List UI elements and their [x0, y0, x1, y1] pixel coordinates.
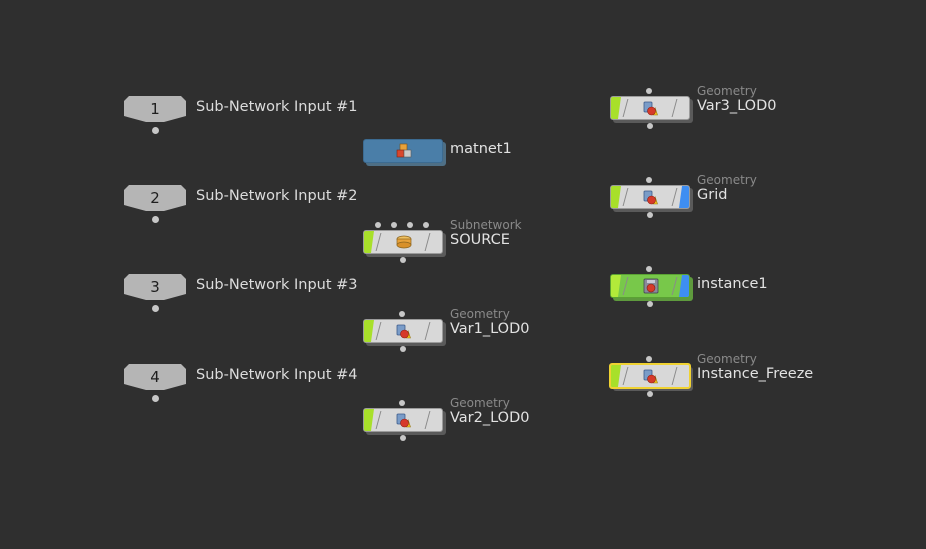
- node-grid-name: Grid: [697, 187, 728, 203]
- display-flag[interactable]: [611, 365, 621, 387]
- node-body[interactable]: [610, 96, 690, 120]
- output-connector[interactable]: [647, 391, 653, 397]
- input-connector[interactable]: [391, 222, 397, 228]
- node-grid-type: Geometry: [697, 173, 757, 187]
- display-flag[interactable]: [364, 320, 374, 342]
- display-flag[interactable]: [611, 275, 621, 297]
- subnet-input-3-output-connector[interactable]: [152, 305, 159, 312]
- subnet-input-2-label: Sub-Network Input #2: [196, 188, 358, 204]
- output-connector[interactable]: [400, 257, 406, 263]
- geometry-node-icon: [642, 99, 660, 117]
- subnet-input-2-badge[interactable]: 2: [124, 185, 186, 211]
- subnetwork-icon: [396, 235, 412, 249]
- display-flag[interactable]: [364, 231, 374, 253]
- node-body[interactable]: [363, 408, 443, 432]
- subnet-input-4-badge[interactable]: 4: [124, 364, 186, 390]
- geometry-node-icon: [642, 367, 660, 385]
- input-connector[interactable]: [646, 177, 652, 183]
- node-body[interactable]: [610, 274, 690, 298]
- input-connector[interactable]: [399, 400, 405, 406]
- subnet-input-1[interactable]: 1 Sub-Network Input #1: [124, 96, 358, 134]
- flag-separator: [375, 322, 382, 340]
- node-var1-type: Geometry: [450, 307, 510, 321]
- output-connector[interactable]: [400, 346, 406, 352]
- node-var1-lod0[interactable]: Geometry Var1_LOD0: [363, 307, 529, 352]
- node-var3-type: Geometry: [697, 84, 757, 98]
- node-body[interactable]: [363, 319, 443, 343]
- flag-separator: [375, 411, 382, 429]
- instance-icon: [643, 278, 659, 294]
- node-var2-lod0[interactable]: Geometry Var2_LOD0: [363, 396, 529, 441]
- node-source[interactable]: Subnetwork SOURCE: [363, 218, 522, 263]
- output-connector[interactable]: [647, 123, 653, 129]
- input-connector[interactable]: [399, 311, 405, 317]
- flag-separator: [622, 188, 629, 206]
- node-grid[interactable]: Geometry Grid: [610, 173, 757, 218]
- subnet-input-4[interactable]: 4 Sub-Network Input #4: [124, 364, 358, 402]
- render-flag[interactable]: [679, 275, 689, 297]
- node-body[interactable]: [610, 185, 690, 209]
- output-connector[interactable]: [400, 435, 406, 441]
- flag-separator: [671, 367, 678, 385]
- flag-separator: [622, 277, 629, 295]
- display-flag[interactable]: [611, 186, 621, 208]
- flag-separator: [622, 367, 629, 385]
- node-source-name: SOURCE: [450, 232, 510, 248]
- node-var3-name: Var3_LOD0: [697, 98, 777, 114]
- node-instance-freeze[interactable]: Geometry Instance_Freeze: [609, 352, 813, 397]
- subnet-input-2-output-connector[interactable]: [152, 216, 159, 223]
- input-connector[interactable]: [646, 88, 652, 94]
- node-source-type: Subnetwork: [450, 218, 522, 232]
- geometry-node-icon: [395, 411, 413, 429]
- output-connector[interactable]: [647, 301, 653, 307]
- display-flag[interactable]: [611, 97, 621, 119]
- subnet-input-3[interactable]: 3 Sub-Network Input #3: [124, 274, 358, 312]
- flag-separator: [622, 99, 629, 117]
- flag-separator: [424, 411, 431, 429]
- geometry-node-icon: [395, 322, 413, 340]
- output-connector[interactable]: [647, 212, 653, 218]
- flag-separator: [671, 277, 678, 295]
- node-var3-lod0[interactable]: Geometry Var3_LOD0: [610, 84, 776, 129]
- node-body[interactable]: [363, 139, 443, 163]
- subnet-input-4-label: Sub-Network Input #4: [196, 367, 358, 383]
- subnet-input-1-label: Sub-Network Input #1: [196, 99, 358, 115]
- subnet-input-3-label: Sub-Network Input #3: [196, 277, 358, 293]
- render-flag[interactable]: [679, 186, 689, 208]
- flag-separator: [375, 233, 382, 251]
- input-connector[interactable]: [375, 222, 381, 228]
- display-flag[interactable]: [364, 409, 374, 431]
- flag-separator: [671, 188, 678, 206]
- input-connector[interactable]: [646, 356, 652, 362]
- input-connector[interactable]: [407, 222, 413, 228]
- flag-separator: [424, 233, 431, 251]
- material-network-icon: [396, 143, 412, 158]
- node-matnet1-name: matnet1: [450, 141, 512, 157]
- input-connector[interactable]: [646, 266, 652, 272]
- node-instance-freeze-type: Geometry: [697, 352, 757, 366]
- node-instance-freeze-name: Instance_Freeze: [697, 366, 814, 382]
- node-body[interactable]: [363, 230, 443, 254]
- subnet-input-4-output-connector[interactable]: [152, 395, 159, 402]
- node-instance1-name: instance1: [697, 276, 768, 292]
- subnet-input-1-output-connector[interactable]: [152, 127, 159, 134]
- input-connector[interactable]: [423, 222, 429, 228]
- node-instance1[interactable]: instance1: [610, 266, 768, 307]
- subnet-input-3-badge[interactable]: 3: [124, 274, 186, 300]
- node-var2-type: Geometry: [450, 396, 510, 410]
- flag-separator: [671, 99, 678, 117]
- node-var1-name: Var1_LOD0: [450, 321, 530, 337]
- geometry-node-icon: [642, 188, 660, 206]
- subnet-input-1-badge[interactable]: 1: [124, 96, 186, 122]
- node-body[interactable]: [609, 363, 691, 389]
- flag-separator: [424, 322, 431, 340]
- subnet-input-2[interactable]: 2 Sub-Network Input #2: [124, 185, 358, 223]
- node-var2-name: Var2_LOD0: [450, 410, 530, 426]
- node-matnet1[interactable]: matnet1: [363, 139, 512, 166]
